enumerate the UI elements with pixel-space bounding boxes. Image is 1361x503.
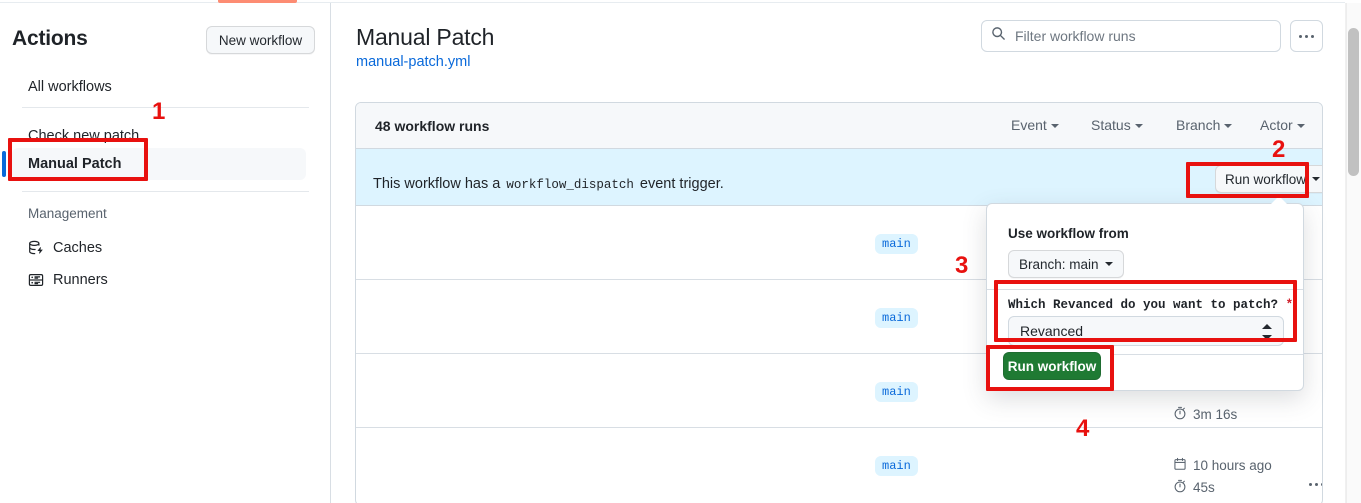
table-row[interactable]: main <box>356 280 1322 354</box>
chevron-down-icon <box>1296 124 1305 128</box>
dispatch-event-code: workflow_dispatch <box>506 178 634 192</box>
sidebar-item-label: Check new patch <box>28 128 140 144</box>
required-marker: * <box>1285 298 1294 312</box>
sidebar-divider-2 <box>22 191 309 192</box>
sidebar-item-all-workflows[interactable]: All workflows <box>12 71 306 103</box>
workflow-dispatch-banner: This workflow has a workflow_dispatch ev… <box>356 149 1322 206</box>
filter-actor[interactable]: Actor <box>1260 117 1305 133</box>
workflow-runs-header <box>356 103 1322 149</box>
chevron-down-icon <box>1312 177 1321 181</box>
workflow-input-value: Revanced <box>1020 323 1084 339</box>
chevron-down-icon <box>1134 124 1143 128</box>
stopwatch-icon <box>1173 406 1187 423</box>
sidebar-item-label: Caches <box>53 240 103 256</box>
top-hairline <box>0 2 1345 3</box>
run-workflow-submit-button-highlighted[interactable]: Run workflow <box>1003 352 1101 380</box>
search-input[interactable] <box>1013 27 1263 45</box>
run-duration: 45s <box>1173 479 1215 496</box>
dispatch-suffix: event trigger. <box>639 176 724 192</box>
run-timestamp: 10 hours ago <box>1173 457 1272 474</box>
sidebar-item-manual-patch[interactable]: Manual Patch <box>2 148 306 180</box>
scroll-gutter <box>1345 3 1346 503</box>
dispatch-prefix: This workflow has a <box>373 176 501 192</box>
sidebar-item-label: Manual Patch <box>28 156 122 172</box>
branch-select-label: Branch: main <box>1019 256 1099 272</box>
filter-status-label: Status <box>1091 117 1131 133</box>
workflow-input-label-text: Which Revanced do you want to patch? <box>1008 298 1279 312</box>
page-scrollbar-track[interactable] <box>1346 3 1361 503</box>
chevron-down-icon <box>1224 124 1233 128</box>
workflow-runs-panel: 48 workflow runs Event Status Branch Act… <box>355 102 1323 503</box>
run-workflow-submit-label: Run workflow <box>1007 358 1097 374</box>
branch-badge[interactable]: main <box>875 456 918 476</box>
sidebar-title: Actions <box>12 27 88 50</box>
main-content: Manual Patch manual-patch.yml 48 workflo… <box>331 3 1345 503</box>
cache-icon <box>28 240 44 256</box>
workflow-input-label: Which Revanced do you want to patch? * <box>1008 298 1293 312</box>
sidebar-item-label: All workflows <box>28 79 112 95</box>
filter-event-label: Event <box>1011 117 1047 133</box>
run-workflow-dropdown-label: Run workflow <box>1224 171 1307 187</box>
page-scrollbar-thumb[interactable] <box>1348 28 1359 176</box>
search-input-wrapper[interactable] <box>981 20 1281 52</box>
filter-branch[interactable]: Branch <box>1176 117 1233 133</box>
run-timestamp-text: 10 hours ago <box>1193 458 1272 473</box>
branch-badge[interactable]: main <box>875 308 918 328</box>
table-row[interactable]: main 10 hours ago <box>356 428 1322 503</box>
filter-event[interactable]: Event <box>1011 117 1059 133</box>
kebab-horizontal-icon <box>1299 34 1314 38</box>
filter-status[interactable]: Status <box>1091 117 1143 133</box>
runners-icon <box>28 272 44 288</box>
filter-actor-label: Actor <box>1260 117 1293 133</box>
table-row[interactable]: main <box>356 206 1322 280</box>
run-workflow-dropdown-button[interactable]: Run workflow <box>1215 165 1322 193</box>
chevron-down-icon <box>1050 124 1059 128</box>
sidebar-divider-vertical <box>330 3 331 503</box>
workflow-runs-count: 48 workflow runs <box>375 118 490 134</box>
run-duration-text: 3m 16s <box>1193 407 1238 422</box>
branch-select-button[interactable]: Branch: main <box>1008 250 1124 278</box>
run-duration: 3m 16s <box>1173 406 1237 423</box>
sidebar: Actions New workflow All workflows Check… <box>0 3 330 503</box>
search-icon <box>991 26 1006 46</box>
sidebar-item-label: Runners <box>53 272 108 288</box>
page-load-progress-bar <box>218 0 297 3</box>
page-title: Manual Patch <box>356 24 495 50</box>
workflow-file-link[interactable]: manual-patch.yml <box>356 54 471 70</box>
workflow-dispatch-text: This workflow has a workflow_dispatch ev… <box>373 176 724 192</box>
sidebar-divider-1 <box>22 107 309 108</box>
filter-branch-label: Branch <box>1176 117 1221 133</box>
branch-badge[interactable]: main <box>875 382 918 402</box>
stopwatch-icon <box>1173 479 1187 496</box>
panel-divider-2 <box>987 354 1303 355</box>
workflow-input-select[interactable]: Revanced <box>1008 316 1284 346</box>
branch-badge[interactable]: main <box>875 234 918 254</box>
table-row[interactable]: main 3m 16s <box>356 354 1322 428</box>
use-workflow-from-label: Use workflow from <box>1008 226 1129 241</box>
sidebar-item-caches[interactable]: Caches <box>28 235 308 261</box>
sidebar-item-runners[interactable]: Runners <box>28 267 308 293</box>
run-duration-text: 45s <box>1193 480 1215 495</box>
chevron-updown-icon <box>1262 324 1272 340</box>
calendar-icon <box>1173 457 1187 474</box>
chevron-down-icon <box>1104 262 1113 266</box>
sidebar-group-label-management: Management <box>28 206 107 221</box>
more-options-button[interactable] <box>1290 20 1323 52</box>
row-more-options-button[interactable] <box>1309 483 1322 486</box>
new-workflow-label: New workflow <box>218 32 303 48</box>
panel-divider-1 <box>987 289 1303 290</box>
sidebar-header: Actions New workflow <box>12 24 315 56</box>
new-workflow-button[interactable]: New workflow <box>206 26 315 54</box>
